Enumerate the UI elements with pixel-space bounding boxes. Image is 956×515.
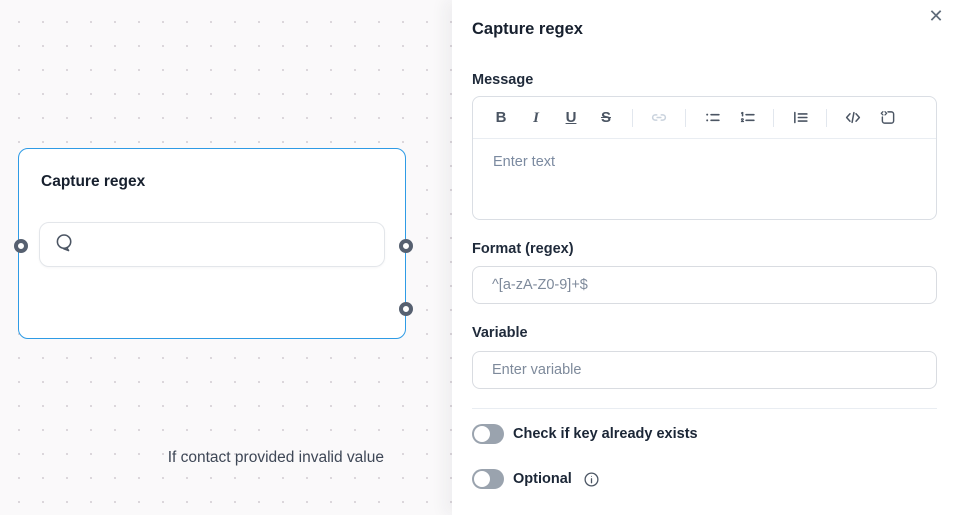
link-icon[interactable] <box>650 108 668 128</box>
format-regex-label: Format (regex) <box>472 241 574 257</box>
capture-regex-node[interactable]: Capture regex If contact provided invali… <box>18 148 406 466</box>
flow-canvas[interactable]: Capture regex If contact provided invali… <box>0 0 456 515</box>
close-icon[interactable]: ✕ <box>925 6 947 28</box>
underline-button[interactable]: U <box>562 108 580 128</box>
check-key-exists-toggle[interactable] <box>472 424 504 444</box>
invalid-value-output-port[interactable] <box>399 302 413 316</box>
code-icon[interactable] <box>844 108 862 128</box>
bullet-list-icon[interactable] <box>703 108 721 128</box>
code-block-icon[interactable] <box>879 108 897 128</box>
variable-input[interactable] <box>472 351 937 389</box>
optional-label: Optional <box>513 471 572 487</box>
italic-button[interactable]: I <box>527 108 545 128</box>
toolbar-divider <box>632 108 633 127</box>
input-port[interactable] <box>13 238 28 253</box>
info-icon[interactable] <box>583 471 600 488</box>
optional-toggle[interactable] <box>472 469 504 489</box>
toolbar-divider <box>773 108 774 127</box>
section-divider <box>472 408 937 409</box>
message-textarea[interactable] <box>473 139 936 219</box>
check-key-exists-label: Check if key already exists <box>513 426 698 442</box>
node-title: Capture regex <box>41 173 146 190</box>
optional-row: Optional <box>472 469 937 489</box>
rich-text-toolbar: B I U S <box>473 97 936 139</box>
blockquote-icon[interactable] <box>791 108 809 128</box>
output-port[interactable] <box>399 238 413 253</box>
node-message-input[interactable] <box>39 222 385 267</box>
message-editor: B I U S <box>472 96 937 220</box>
check-key-exists-row: Check if key already exists <box>472 424 937 444</box>
chat-bubble-icon <box>54 232 75 258</box>
toolbar-divider <box>826 108 827 127</box>
strikethrough-button[interactable]: S <box>597 108 615 128</box>
format-regex-input[interactable] <box>472 266 937 304</box>
toolbar-divider <box>685 108 686 127</box>
message-label: Message <box>472 72 534 88</box>
invalid-value-condition-label: If contact provided invalid value <box>167 449 384 466</box>
bold-button[interactable]: B <box>492 108 510 128</box>
panel-title: Capture regex <box>472 20 583 38</box>
ordered-list-icon[interactable] <box>738 108 756 128</box>
variable-label: Variable <box>472 325 528 341</box>
capture-regex-settings-panel: ✕ Capture regex Message B I U S <box>452 0 956 515</box>
